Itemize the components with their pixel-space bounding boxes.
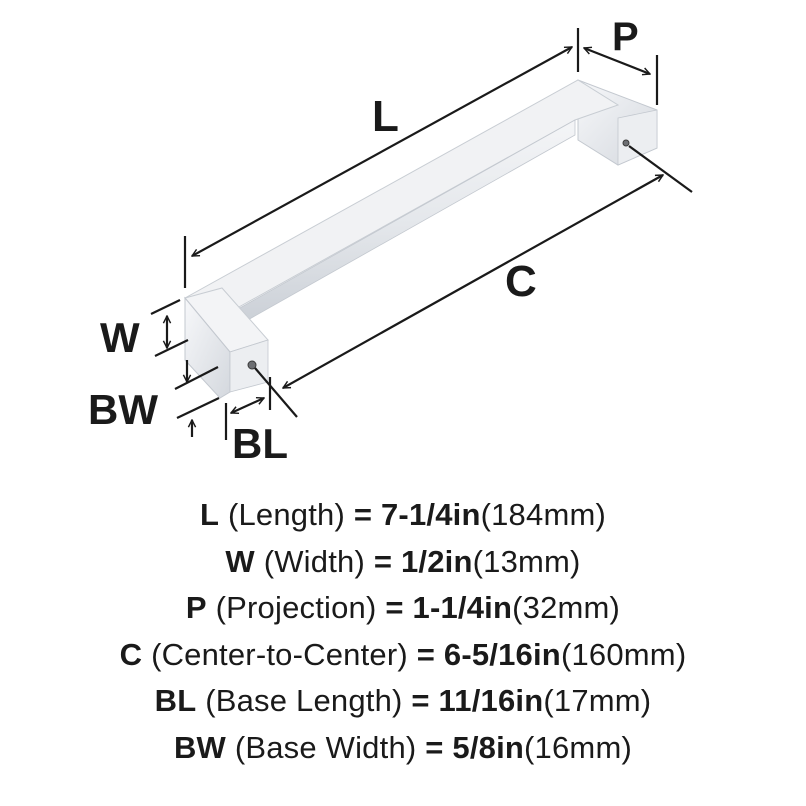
spec-equals: = <box>425 729 444 765</box>
spec-code: BW <box>173 729 227 765</box>
label-W: W <box>100 314 140 361</box>
spec-name: (Base Length) <box>205 683 403 718</box>
spec-code: L <box>199 497 220 532</box>
spec-name: (Width) <box>263 543 365 579</box>
label-BL: BL <box>232 420 288 467</box>
spec-code: W <box>225 543 255 579</box>
spec-name: (Center-to-Center) <box>151 636 408 672</box>
pull-handle-diagram: L P C W BW BL <box>88 15 693 467</box>
spec-code: BL <box>154 683 197 718</box>
spec-row-length: L (Length) = 7-1/4in(184mm) <box>0 492 806 539</box>
pull-handle <box>183 79 658 399</box>
spec-imperial: 1/2in <box>400 543 473 579</box>
spec-equals: = <box>373 543 393 579</box>
spec-equals: = <box>385 590 404 625</box>
spec-row-projection: P (Projection) = 1-1/4in(32mm) <box>0 585 806 632</box>
label-L: L <box>372 92 399 141</box>
spec-imperial: 1-1/4in <box>412 590 513 625</box>
spec-code: C <box>119 636 143 672</box>
spec-metric: (160mm) <box>560 636 687 672</box>
label-C: C <box>505 257 537 306</box>
label-P: P <box>612 15 639 59</box>
spec-imperial: 5/8in <box>452 729 525 765</box>
spec-metric: (16mm) <box>524 729 633 765</box>
spec-equals: = <box>411 683 430 718</box>
spec-row-base-length: BL (Base Length) = 11/16in(17mm) <box>0 678 806 725</box>
spec-imperial: 7-1/4in <box>380 497 481 532</box>
spec-metric: (17mm) <box>543 683 652 718</box>
spec-metric: (13mm) <box>472 543 581 579</box>
label-BW: BW <box>88 386 158 433</box>
spec-metric: (184mm) <box>480 497 607 532</box>
spec-name: (Base Width) <box>234 729 417 765</box>
spec-code: P <box>185 590 207 625</box>
spec-equals: = <box>416 636 436 672</box>
dimension-lines <box>150 28 693 440</box>
spec-name: (Projection) <box>215 590 377 625</box>
spec-name: (Length) <box>227 497 346 532</box>
spec-metric: (32mm) <box>512 590 621 625</box>
spec-row-base-width: BW (Base Width) = 5/8in(16mm) <box>0 725 806 772</box>
spec-equals: = <box>353 497 373 532</box>
spec-row-center-to-center: C (Center-to-Center) = 6-5/16in(160mm) <box>0 632 806 679</box>
specifications-list: L (Length) = 7-1/4in(184mm) W (Width) = … <box>0 492 806 771</box>
spec-imperial: 11/16in <box>438 683 544 718</box>
spec-row-width: W (Width) = 1/2in(13mm) <box>0 539 806 586</box>
spec-imperial: 6-5/16in <box>443 636 561 672</box>
